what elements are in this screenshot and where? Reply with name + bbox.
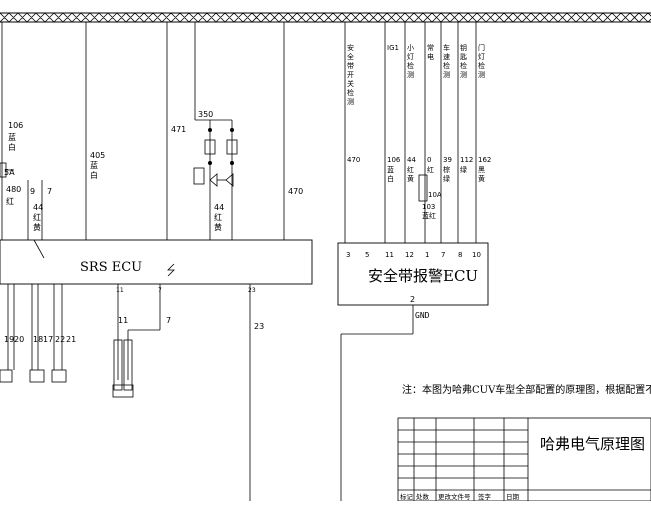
input-color-5: 绿 (460, 165, 467, 174)
input-wire-106: 106 (387, 156, 401, 164)
wire-44-number: 44 (33, 203, 43, 212)
fuse-5a-label: 5A (4, 168, 15, 177)
bottom-wire-17: 17 (43, 335, 53, 344)
input-title-1: IG1 (387, 44, 399, 52)
input-wire-0: 0 (427, 156, 431, 164)
relay-network (193, 100, 238, 240)
wire-106-color: 蓝白 (8, 132, 16, 152)
configuration-note: 注：本图为哈弗CUV车型全部配置的原理图，根据配置不 (402, 383, 651, 396)
wire-405-color: 蓝白 (90, 160, 98, 180)
left-wires (0, 22, 285, 259)
wire-480-color: 红 (6, 196, 14, 206)
wire-405-number: 405 (90, 151, 105, 160)
wire-11-label: 11 (118, 316, 128, 325)
input-title-6: 门灯检测 (478, 43, 485, 79)
wire-103-color: 蓝红 (422, 211, 436, 220)
ecu-pin-11: 11 (385, 251, 394, 259)
pin-9-label: 9 (30, 187, 35, 196)
gnd-pin-2: 2 (410, 295, 415, 304)
gnd-wire (340, 305, 414, 501)
ecu-pin-7: 7 (441, 251, 445, 259)
input-wire-44: 44 (407, 156, 416, 164)
ecu-pin-10: 10 (472, 251, 481, 259)
ecu-pin-12: 12 (405, 251, 414, 259)
srs-pin-23: 23 (248, 287, 256, 294)
seatbelt-ecu-label: 安全带报警ECU (368, 267, 478, 285)
input-wire-112: 112 (460, 156, 473, 164)
ecu-pin-3: 3 (346, 251, 350, 259)
srs-pin-7: 7 (158, 287, 162, 294)
wire-480-number: 480 (6, 185, 21, 194)
title-block (397, 417, 651, 502)
srs-pin-11: 11 (116, 287, 124, 294)
input-title-4: 车速检测 (443, 43, 450, 79)
title-header-0: 标记 (400, 492, 414, 501)
title-header-3: 签字 (478, 492, 492, 501)
input-title-3: 常电 (427, 43, 434, 61)
wire-44b-color: 红黄 (214, 212, 222, 232)
wire-470-number: 470 (288, 187, 303, 196)
fuse-10a (418, 174, 428, 202)
input-title-0: 安全带开关检测 (347, 43, 354, 106)
harness-band (0, 12, 651, 23)
input-color-6: 黑黄 (478, 166, 485, 183)
input-color-4: 棕绿 (443, 165, 450, 183)
input-wire-470: 470 (347, 156, 360, 164)
wire-44b-number: 44 (214, 203, 224, 212)
seatbelt-input-wires (344, 22, 477, 243)
input-color-3: 红 (427, 165, 434, 174)
bottom-wire-18: 18 (33, 335, 43, 344)
wire-103-number: 103 (422, 203, 435, 211)
input-title-5: 钥匙检测 (460, 43, 467, 79)
pin-7-label: 7 (47, 187, 52, 196)
ecu-pin-1: 1 (425, 251, 429, 259)
ecu-pin-5: 5 (365, 251, 369, 259)
title-header-1: 处数 (416, 492, 430, 501)
input-title-2: 小灯检测 (407, 43, 414, 79)
title-header-4: 日期 (506, 493, 520, 501)
wire-44-color: 红黄 (33, 212, 41, 232)
wire-471-number: 471 (171, 125, 186, 134)
bottom-wire-20: 20 (14, 335, 24, 344)
srs-ecu-label: SRS ECU (80, 260, 142, 275)
wire-23-label: 23 (254, 322, 264, 331)
wire-7-label: 7 (166, 316, 171, 325)
bottom-left-connectors (0, 284, 67, 383)
wire-350-number: 350 (198, 110, 213, 119)
bottom-wire-21: 21 (66, 335, 76, 344)
seatbelt-ecu-pins: 3 5 11 12 1 7 8 10 (346, 251, 481, 259)
srs-bottom-wires (112, 263, 251, 501)
input-color-2: 红黄 (407, 165, 414, 183)
bottom-wire-22: 22 (55, 335, 65, 344)
ecu-pin-8: 8 (458, 251, 462, 259)
gnd-label: GND (415, 311, 430, 320)
input-wire-162: 162 (478, 156, 491, 164)
title-header-2: 更改文件号 (438, 492, 471, 501)
drawing-title: 哈弗电气原理图 (540, 435, 645, 453)
fuse-10a-label: 10A (428, 191, 442, 199)
wire-106-number: 106 (8, 121, 23, 130)
input-wire-39: 39 (443, 156, 452, 164)
bottom-wire-19: 19 (4, 335, 14, 344)
input-color-1: 蓝白 (387, 165, 394, 183)
srs-ecu: SRS ECU (0, 239, 313, 285)
title-block-headers: 标记处数更改文件号签字 日期 (400, 492, 520, 501)
